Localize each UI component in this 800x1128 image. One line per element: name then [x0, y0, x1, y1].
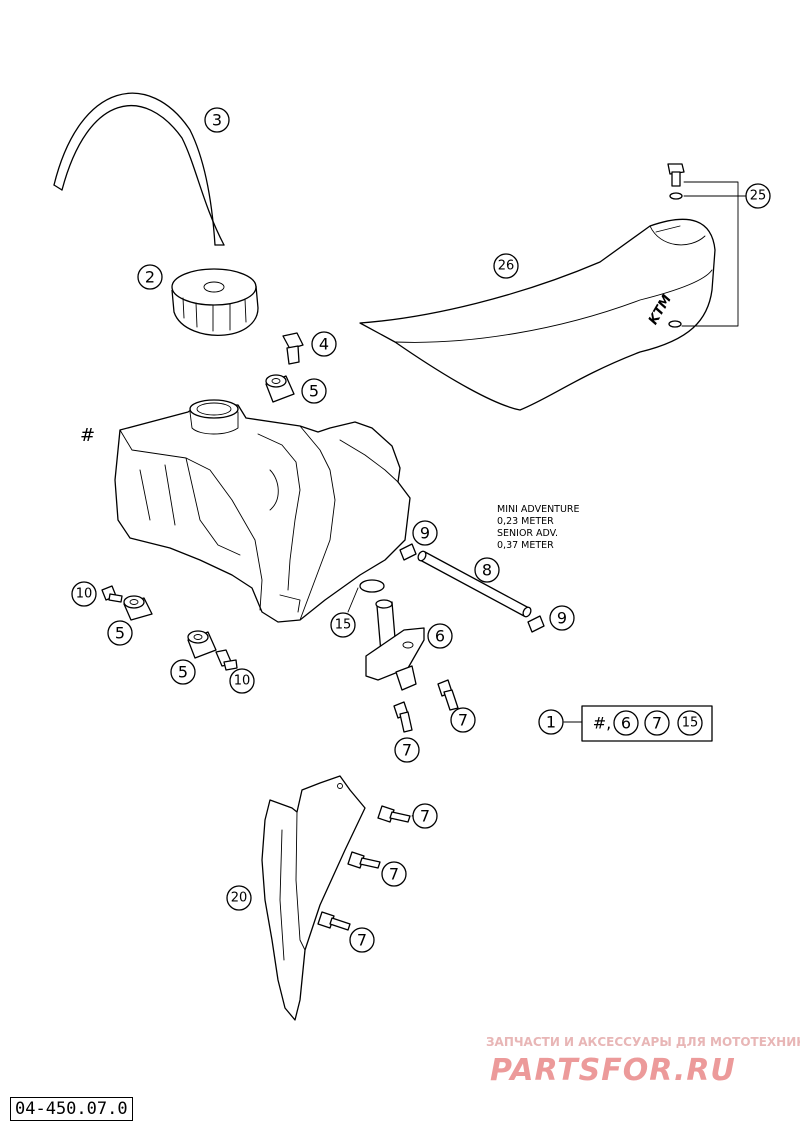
- callout-7-tap-left[interactable]: 7: [394, 737, 420, 763]
- svg-text:1: 1: [546, 713, 556, 732]
- callout-7-panel-mid[interactable]: 7: [381, 861, 407, 887]
- callout-26[interactable]: 26: [493, 253, 519, 279]
- tank-marker: #: [80, 425, 95, 446]
- svg-text:20: 20: [231, 891, 248, 906]
- fuel-tank-part: [114, 399, 411, 623]
- callout-5-lower[interactable]: 5: [170, 659, 196, 685]
- kit-box-prefix: #,: [593, 714, 612, 733]
- svg-text:7: 7: [420, 807, 430, 826]
- kit-item-2: 7: [652, 714, 662, 733]
- callout-7-panel-bottom[interactable]: 7: [349, 927, 375, 953]
- callout-25[interactable]: 25: [745, 183, 771, 209]
- svg-text:6: 6: [435, 627, 445, 646]
- svg-text:7: 7: [389, 865, 399, 884]
- callout-10-upper[interactable]: 10: [71, 581, 97, 607]
- vent-hose-part: [53, 92, 225, 246]
- callout-7-tap-right[interactable]: 7: [450, 707, 476, 733]
- bushing-part-5a: [265, 374, 295, 403]
- screw-part-7e: [317, 911, 351, 931]
- watermark-tagline: ЗАПЧАСТИ И АКСЕССУАРЫ ДЛЯ МОТОТЕХНИКИ: [486, 1035, 800, 1049]
- callout-8[interactable]: 8: [474, 557, 500, 583]
- side-panel-part: [261, 775, 366, 1021]
- fuel-tap-part: [365, 599, 425, 691]
- fuel-cap-part: [171, 268, 259, 336]
- callout-1[interactable]: 1: [538, 709, 564, 735]
- callout-20[interactable]: 20: [226, 885, 252, 911]
- o-ring-part: [359, 579, 385, 593]
- hose-clamp-part-9b: [527, 615, 545, 633]
- callout-15[interactable]: 15: [330, 612, 356, 638]
- screw-part-10a: [101, 585, 123, 603]
- watermark-brand: PARTSFOR.RU: [490, 1053, 736, 1088]
- hose-clamp-part-9a: [399, 543, 417, 561]
- screw-part-7d: [347, 851, 381, 869]
- hose-note-line-4: 0,37 METER: [497, 540, 554, 551]
- kit-item-circle-1: [613, 710, 639, 736]
- callout-9-upper[interactable]: 9: [412, 520, 438, 546]
- bolt-part-4: [282, 332, 304, 365]
- hose-note-line-2: 0,23 METER: [497, 516, 554, 527]
- svg-text:9: 9: [557, 609, 567, 628]
- callout-5-left[interactable]: 5: [107, 620, 133, 646]
- fuel-hose-part: [417, 550, 532, 618]
- svg-text:7: 7: [402, 741, 412, 760]
- bushing-part-5c: [187, 630, 217, 659]
- hose-note-line-1: MINI ADVENTURE: [497, 504, 580, 515]
- seat-part: [359, 218, 716, 411]
- kit-item-3: 15: [682, 716, 699, 731]
- callout-10-lower[interactable]: 10: [229, 668, 255, 694]
- svg-text:26: 26: [498, 259, 515, 274]
- screw-part-10b: [215, 649, 238, 671]
- screw-part-7a: [437, 679, 459, 711]
- callout-7-panel-top[interactable]: 7: [412, 803, 438, 829]
- kit-item-circle-3: [677, 710, 703, 736]
- callout-4[interactable]: 4: [311, 331, 337, 357]
- svg-text:5: 5: [115, 624, 125, 643]
- callout-3[interactable]: 3: [204, 107, 230, 133]
- svg-text:3: 3: [212, 111, 222, 130]
- kit-item-1: 6: [621, 714, 631, 733]
- bushing-part-5b: [123, 595, 153, 621]
- svg-text:10: 10: [234, 674, 251, 689]
- screw-part-7c: [377, 805, 411, 823]
- svg-text:5: 5: [178, 663, 188, 682]
- svg-text:7: 7: [357, 931, 367, 950]
- kit-item-circle-2: [644, 710, 670, 736]
- svg-text:4: 4: [319, 335, 329, 354]
- svg-text:7: 7: [458, 711, 468, 730]
- svg-text:9: 9: [420, 524, 430, 543]
- callout-5-upper[interactable]: 5: [301, 378, 327, 404]
- svg-text:5: 5: [309, 382, 319, 401]
- figure-number: 04-450.07.0: [10, 1097, 133, 1121]
- seat-screw-part: [667, 163, 685, 328]
- callout-2[interactable]: 2: [137, 264, 163, 290]
- callout-9-lower[interactable]: 9: [549, 605, 575, 631]
- svg-text:2: 2: [145, 268, 155, 287]
- svg-text:15: 15: [335, 618, 352, 633]
- svg-text:25: 25: [750, 189, 767, 204]
- hose-note-line-3: SENIOR ADV.: [497, 528, 558, 539]
- svg-text:8: 8: [482, 561, 492, 580]
- kit-box: [581, 705, 713, 742]
- screw-part-7b: [393, 701, 413, 733]
- callout-6[interactable]: 6: [427, 623, 453, 649]
- svg-text:10: 10: [76, 587, 93, 602]
